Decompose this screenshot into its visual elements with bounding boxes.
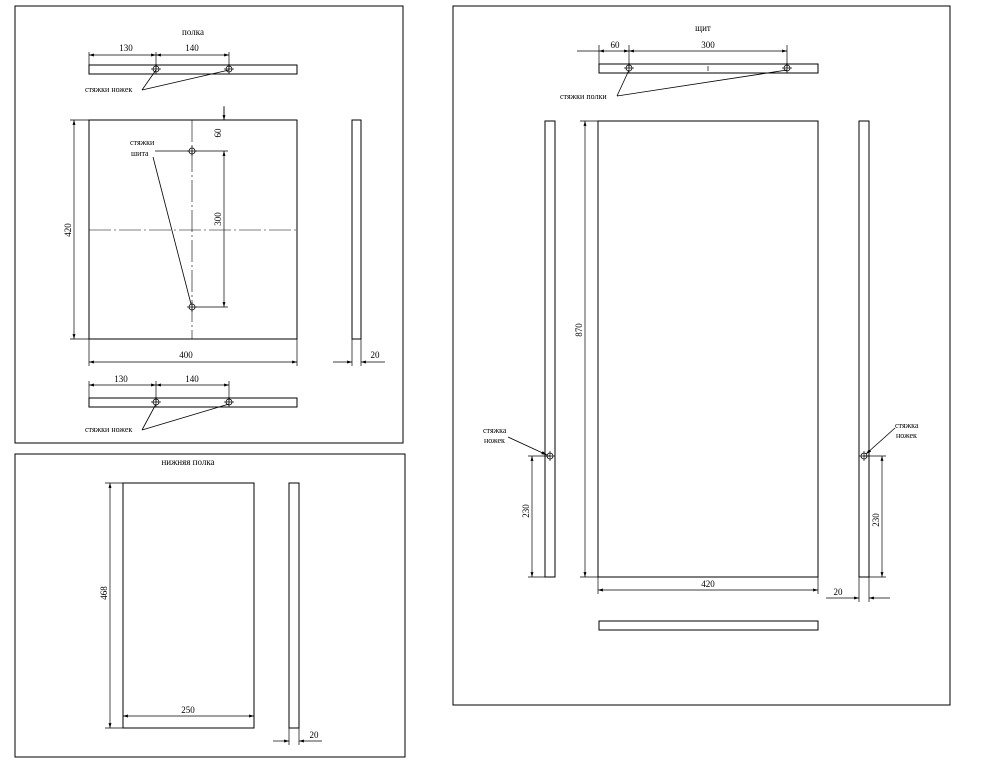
board-top-edge-view: 60 300 стяжки полки — [560, 40, 819, 101]
shelf-top-hole-1 — [151, 64, 161, 74]
board-panel-frame — [452, 5, 951, 706]
lower-shelf-face-rect — [122, 482, 255, 729]
board-face-rect — [597, 120, 819, 578]
board-panel: щит 60 300 стяжки полки — [452, 5, 951, 706]
shelf-center-leader-2 — [152, 156, 192, 305]
board-top-dim-a: 60 — [611, 40, 621, 50]
shelf-panel-frame — [14, 5, 404, 444]
lower-shelf-dim-width: 250 — [181, 705, 195, 715]
lower-shelf-panel: нижняя полка 468 250 20 — [14, 453, 406, 758]
board-right-side-bar — [858, 120, 870, 578]
lower-shelf-dim-height: 468 — [99, 586, 109, 600]
shelf-center-note-line1: стяжки — [130, 138, 155, 147]
shelf-panel: полка 130 140 стяжки ножек — [14, 5, 404, 444]
shelf-top-note: стяжки ножек — [85, 85, 132, 94]
shelf-top-dim-a: 130 — [119, 43, 133, 53]
shelf-top-dim-b: 140 — [185, 43, 199, 53]
board-top-edge-bar — [598, 63, 819, 74]
board-left-side-bar — [544, 120, 556, 578]
board-left-dim-230: 230 — [521, 504, 531, 518]
board-right-dim-230: 230 — [871, 513, 881, 527]
board-top-hole-1 — [624, 63, 634, 73]
board-top-dim-b: 300 — [701, 40, 715, 50]
shelf-bottom-dim-b: 140 — [185, 374, 199, 384]
shelf-top-edge-view: 130 140 стяжки ножек — [85, 43, 298, 94]
shelf-dim-300: 300 — [213, 212, 223, 226]
shelf-side-bar — [351, 119, 362, 340]
lower-shelf-dim-thick: 20 — [310, 730, 320, 740]
shelf-side-view: 20 — [333, 119, 385, 366]
shelf-bottom-note: стяжки ножек — [85, 425, 132, 434]
board-dim-height: 870 — [574, 323, 584, 337]
board-left-note-line1: стяжка — [483, 426, 507, 435]
shelf-dim-width: 400 — [179, 350, 193, 360]
shelf-top-leader-1 — [141, 69, 157, 91]
board-left-note-line2: ножек — [484, 436, 505, 445]
shelf-center-note-line2: шита — [131, 149, 149, 158]
shelf-main-face: 60 300 стяжки шита — [88, 106, 298, 340]
shelf-face-rect — [88, 119, 298, 340]
shelf-bottom-edge-view: 130 140 стяжки ножек — [85, 374, 298, 434]
shelf-title: полка — [182, 27, 204, 37]
shelf-dim-60: 60 — [213, 128, 223, 138]
lower-shelf-side-bar — [288, 482, 300, 729]
board-right-note-line1: стяжка — [895, 421, 919, 430]
board-right-note-line2: ножек — [896, 431, 917, 440]
shelf-top-hole-2 — [224, 64, 234, 74]
board-dim-width: 420 — [701, 579, 715, 589]
lower-shelf-panel-frame — [14, 453, 406, 758]
shelf-dim-height: 420 — [63, 223, 73, 237]
board-dim-thick: 20 — [834, 587, 844, 597]
shelf-bottom-edge-bar — [88, 397, 298, 408]
board-top-note: стяжки полки — [560, 92, 607, 101]
board-title: щит — [695, 23, 711, 33]
board-left-side-view: стяжка ножек 230 — [483, 120, 556, 578]
shelf-top-leader-2 — [141, 69, 230, 91]
shelf-bottom-hole-2 — [224, 397, 234, 407]
lower-shelf-title: нижняя полка — [161, 457, 214, 467]
board-bottom-edge-bar — [598, 620, 819, 631]
shelf-top-edge-bar — [88, 64, 298, 75]
board-top-hole-2 — [782, 63, 792, 73]
shelf-dim-thick: 20 — [371, 350, 381, 360]
shelf-bottom-hole-1 — [151, 397, 161, 407]
shelf-bottom-dim-a: 130 — [114, 374, 128, 384]
board-right-side-view: стяжка ножек 230 20 — [826, 120, 919, 602]
